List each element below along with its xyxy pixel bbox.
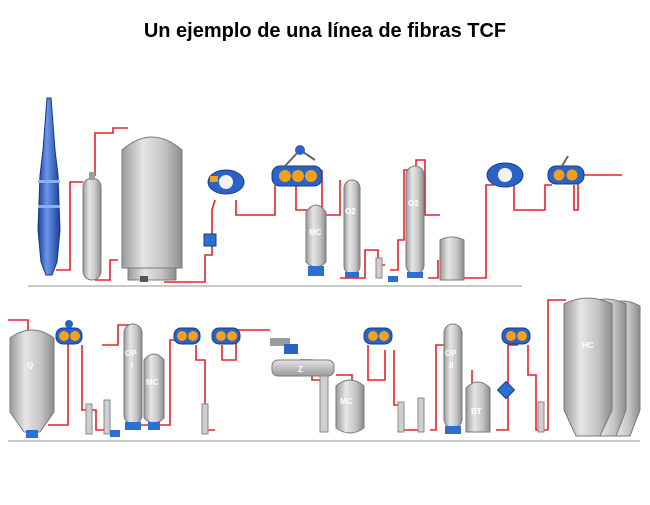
seal-leg-3 (397, 397, 425, 433)
op1-label: OP (125, 349, 137, 358)
mc-vessel-1: MC (305, 204, 327, 276)
drum-washer-5 (55, 320, 83, 345)
o2-label-2: O2 (408, 199, 419, 208)
op-reactor-1: OP I (123, 323, 143, 430)
mc-label-1: MC (309, 228, 322, 237)
drum-washer-9 (501, 327, 531, 345)
drum-washer-7 (211, 327, 241, 345)
hc-storage-towers: HC (563, 297, 641, 437)
seal-leg-4 (537, 401, 545, 433)
seal-leg-1 (85, 399, 120, 437)
seal-leg-2 (201, 403, 209, 435)
storage-tank-top (439, 236, 465, 281)
hc-label: HC (582, 341, 594, 350)
drum-washer-8 (363, 327, 393, 345)
z-label: Z (298, 365, 303, 374)
bt-tower: BT (465, 381, 491, 433)
op1-roman-label: I (131, 361, 133, 370)
drum-washer-1 (207, 169, 245, 195)
z-ozone-reactor: Z (270, 338, 335, 433)
op-reactor-2: OP II (443, 323, 463, 434)
control-valve-2 (496, 380, 516, 400)
bt-label: BT (471, 407, 482, 416)
drum-washer-2 (271, 145, 323, 187)
op2-label: OP (445, 349, 457, 358)
q-tower: Q (9, 329, 55, 438)
o2-label-1: O2 (345, 207, 356, 216)
pump-unit-top-1 (375, 257, 398, 282)
o2-reactor-2: O2 (405, 165, 425, 278)
drum-washer-6 (173, 327, 201, 345)
mc-vessel-2: MC (143, 353, 165, 430)
drum-washer-4 (547, 155, 585, 185)
drum-washer-3 (486, 162, 524, 188)
op2-roman-label: II (449, 361, 453, 370)
q-label: Q (27, 361, 33, 370)
pipe-network-top (56, 127, 622, 283)
mc-label-2: MC (146, 378, 159, 387)
page-title: Un ejemplo de una línea de fibras TCF (143, 20, 507, 42)
control-valve-1 (203, 233, 217, 247)
digester-vessel (37, 97, 61, 276)
mc-vessel-3: MC (335, 379, 365, 434)
mc-label-3: MC (340, 397, 353, 406)
impregnation-vessel (82, 172, 102, 281)
o2-reactor-1: O2 (343, 179, 361, 278)
blow-tank (121, 136, 183, 282)
